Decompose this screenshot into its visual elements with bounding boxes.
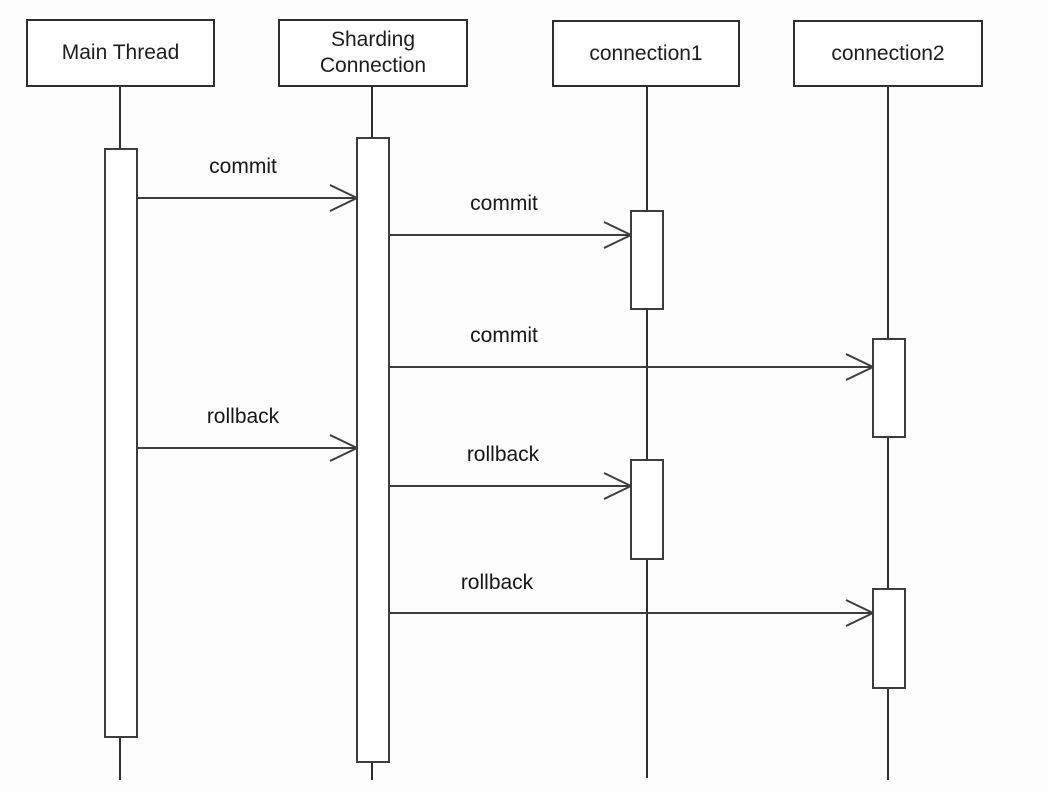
message-line-commit-1 (137, 197, 357, 199)
message-line-commit-2 (389, 234, 631, 236)
actor-box-sharding-connection: Sharding Connection (278, 19, 468, 87)
message-label-commit-1: commit (209, 155, 277, 178)
actor-box-connection2: connection2 (793, 20, 983, 87)
activation-bar-connection2-rollback (872, 588, 906, 689)
actor-label-connection2: connection2 (831, 41, 945, 65)
message-label-rollback-2: rollback (466, 443, 540, 466)
actor-box-connection1: connection1 (552, 20, 740, 87)
activation-bar-connection2-commit (872, 338, 906, 438)
actor-label-main-thread: Main Thread (61, 41, 180, 64)
message-label-rollback-1: rollback (206, 405, 280, 428)
arrowhead-icon (329, 184, 358, 212)
actor-box-main-thread: Main Thread (26, 19, 215, 87)
actor-label-sharding-connection: Sharding Connection (319, 28, 427, 77)
message-label-rollback-3: rollback (460, 571, 534, 594)
message-line-commit-3 (389, 366, 873, 368)
arrowhead-icon (845, 599, 874, 627)
lifeline-connection1 (646, 87, 648, 778)
activation-bar-connection1-rollback (630, 459, 664, 560)
message-line-rollback-3 (389, 612, 873, 614)
actor-label-connection1: connection1 (589, 41, 703, 65)
message-line-rollback-2 (389, 485, 631, 487)
arrowhead-icon (329, 434, 358, 462)
arrowhead-icon (603, 221, 632, 249)
arrowhead-icon (845, 353, 874, 381)
message-label-commit-3: commit (470, 324, 538, 347)
message-label-commit-2: commit (470, 192, 538, 215)
arrowhead-icon (603, 472, 632, 500)
message-line-rollback-1 (137, 447, 357, 449)
activation-bar-sharding-connection (356, 137, 390, 763)
activation-bar-main-thread (104, 148, 138, 738)
activation-bar-connection1-commit (630, 210, 664, 310)
